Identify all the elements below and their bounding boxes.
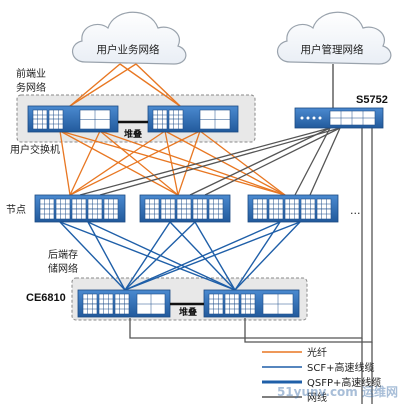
node-3	[247, 194, 339, 223]
stack-label-top: 堆叠	[124, 128, 142, 139]
legend-item-qsfp: QSFP+高速线缆	[262, 376, 381, 389]
mgmt-switch-label: S5752	[356, 94, 388, 106]
user-switch-stack: 堆叠	[27, 105, 239, 139]
node-1	[34, 194, 126, 223]
nodes-label: 节点	[6, 204, 26, 216]
svg-text:光纤: 光纤	[307, 346, 327, 359]
legend-item-ethernet: 网线	[262, 391, 327, 404]
legend: 光纤 SCF+高速线缆 QSFP+高速线缆 网线	[262, 346, 381, 404]
node-group: ...	[34, 194, 361, 223]
cloud-business-label: 用户业务网络	[97, 43, 160, 56]
storage-switch-stack: 堆叠	[77, 289, 300, 318]
cloud-business: 用户业务网络	[72, 11, 187, 65]
svg-text:SCF+高速线缆: SCF+高速线缆	[307, 361, 374, 374]
cloud-management-label: 用户管理网络	[301, 43, 364, 56]
svg-text:QSFP+高速线缆: QSFP+高速线缆	[307, 376, 381, 389]
legend-item-fiber: 光纤	[262, 346, 327, 359]
backend-label-line2: 储网络	[48, 262, 78, 275]
storage-switch-label: CE6810	[26, 292, 66, 304]
frontend-label-line1: 前端业	[16, 67, 46, 80]
cloud-management: 用户管理网络	[277, 11, 392, 65]
watermark: 51yunv.com 运维网	[277, 384, 398, 399]
fiber-links-nodes	[59, 130, 286, 196]
backend-label-line1: 后端存	[48, 248, 78, 261]
svg-text:网线: 网线	[307, 391, 327, 404]
cable-links-storage	[59, 221, 301, 291]
ethernet-links-storage	[129, 128, 373, 404]
user-switch-label: 用户交换机	[10, 143, 60, 156]
mgmt-switch: S5752	[294, 94, 388, 129]
node-2	[139, 194, 231, 223]
nodes-ellipsis: ...	[350, 204, 361, 217]
fiber-links-cloud	[69, 63, 181, 107]
frontend-label-line2: 务网络	[16, 81, 46, 94]
stack-label-bottom: 堆叠	[179, 306, 197, 317]
ethernet-links-nodes	[79, 127, 341, 196]
legend-item-scf: SCF+高速线缆	[262, 361, 374, 374]
